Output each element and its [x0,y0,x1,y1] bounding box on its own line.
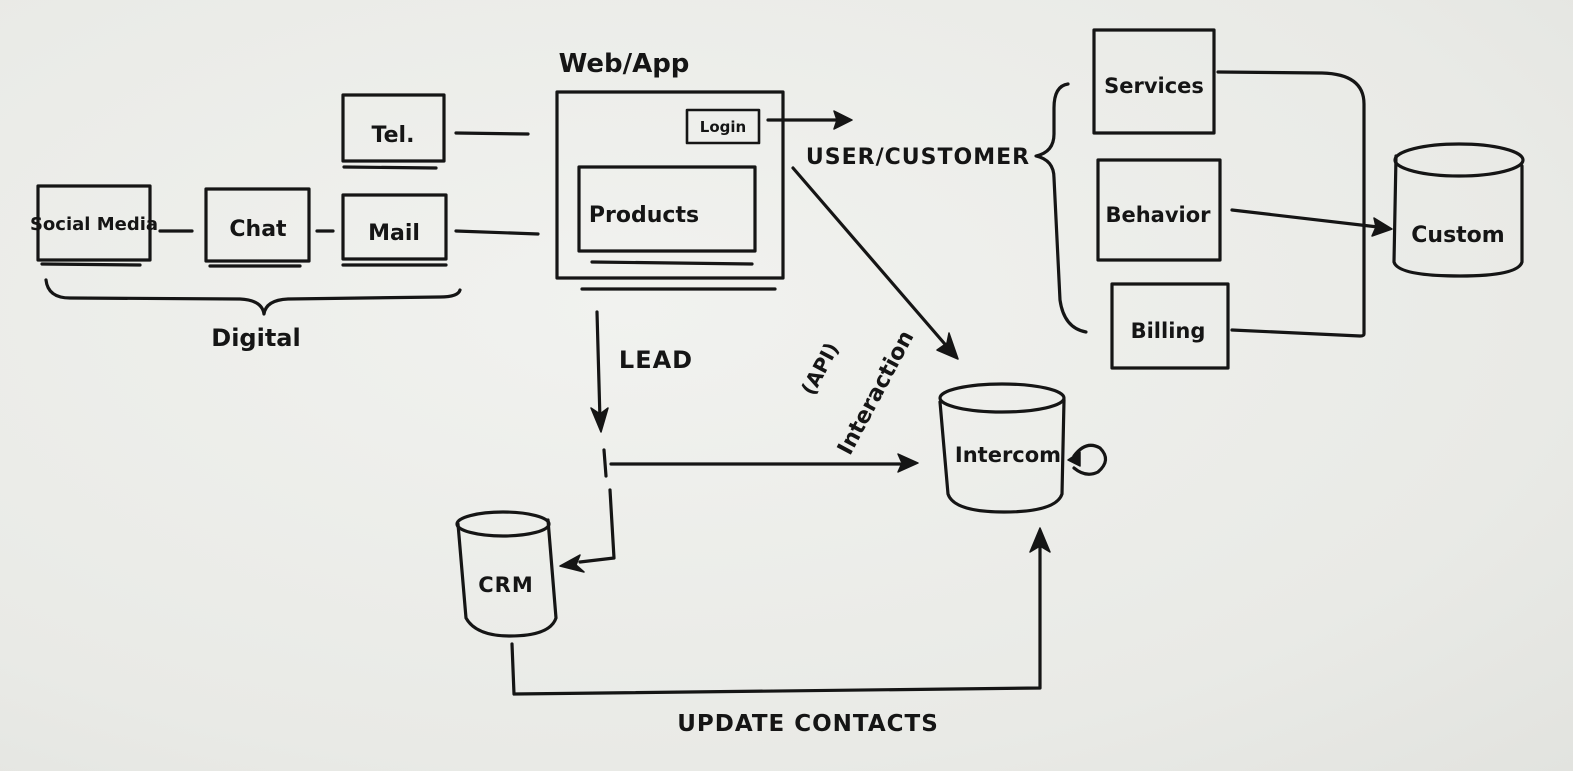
social-media-underline [40,262,142,267]
tel-to-webapp-line [454,131,530,136]
tel-label: Tel. [372,123,415,148]
mail-to-webapp-line [454,229,540,236]
digital-brace [44,278,462,316]
lead-to-crm-arrowhead [559,554,585,573]
social-media-box [36,184,152,262]
interaction-label: Interaction [833,327,919,460]
behavior-to-custom-arrowhead [1371,217,1393,237]
web-app-container [555,90,785,291]
chat-box [204,187,311,263]
products-box [577,165,757,253]
lead-to-intercom-arrowhead [897,453,919,473]
crm-db-body [456,518,558,638]
intercom-self-loop-arrowhead [1067,451,1081,467]
custom-db-top [1393,142,1525,178]
tel-underline [342,165,438,170]
web-app-box [555,90,785,280]
webapp-to-intercom-arrowhead [936,332,959,360]
social-media-label: Social Media [30,214,158,235]
intercom-self-loop [1072,443,1108,476]
social-media-node: Social Media [30,184,158,267]
billing-node: Billing [1110,282,1230,370]
login-box [685,108,761,145]
user-customer-label: USER/CUSTOMER [806,145,1030,170]
behavior-to-custom-arrow [1230,208,1380,229]
intercom-database: Intercom [938,382,1066,514]
chat-label: Chat [229,217,287,242]
services-billing-bracket [1216,70,1366,338]
chat-node: Chat [204,187,311,268]
services-box [1092,28,1216,135]
mail-box [341,193,448,261]
lead-to-crm-arrow [578,488,616,564]
products-underline [590,260,754,266]
lead-label: LEAD [619,346,693,374]
behavior-label: Behavior [1105,203,1211,227]
behavior-node: Behavior [1096,158,1222,262]
login-to-user-arrowhead [833,110,853,130]
crm-database: CRM [455,510,558,638]
login-label: Login [700,118,746,136]
mail-label: Mail [368,221,420,246]
billing-box [1110,282,1230,370]
custom-label: Custom [1411,223,1504,248]
crm-to-intercom-arrow [510,546,1042,696]
lead-junction-tick [602,448,608,478]
products-label: Products [589,203,699,228]
custom-database: Custom [1392,142,1525,278]
user-customer-brace [1034,82,1088,334]
lead-arrow-line [595,310,602,422]
login-node: Login [685,108,761,145]
web-app-label: Web/App [559,49,690,79]
intercom-db-top [938,382,1066,414]
update-contacts-label: UPDATE CONTACTS [677,711,939,737]
digital-label: Digital [211,324,300,352]
products-node: Products [577,165,757,266]
crm-label: CRM [478,573,533,597]
webapp-to-intercom-arrow [791,166,952,352]
mail-node: Mail [341,193,448,267]
custom-db-body [1392,154,1524,278]
api-label: (API) [796,338,843,399]
intercom-label: Intercom [955,443,1061,467]
billing-label: Billing [1131,319,1206,343]
lead-arrowhead [590,407,609,433]
crm-db-top [455,510,551,538]
tel-box [341,93,446,163]
behavior-box [1096,158,1222,262]
tel-node: Tel. [341,93,446,170]
services-node: Services [1092,28,1216,135]
intercom-db-body [938,398,1066,514]
crm-to-intercom-arrowhead [1029,527,1051,553]
services-label: Services [1104,74,1204,98]
